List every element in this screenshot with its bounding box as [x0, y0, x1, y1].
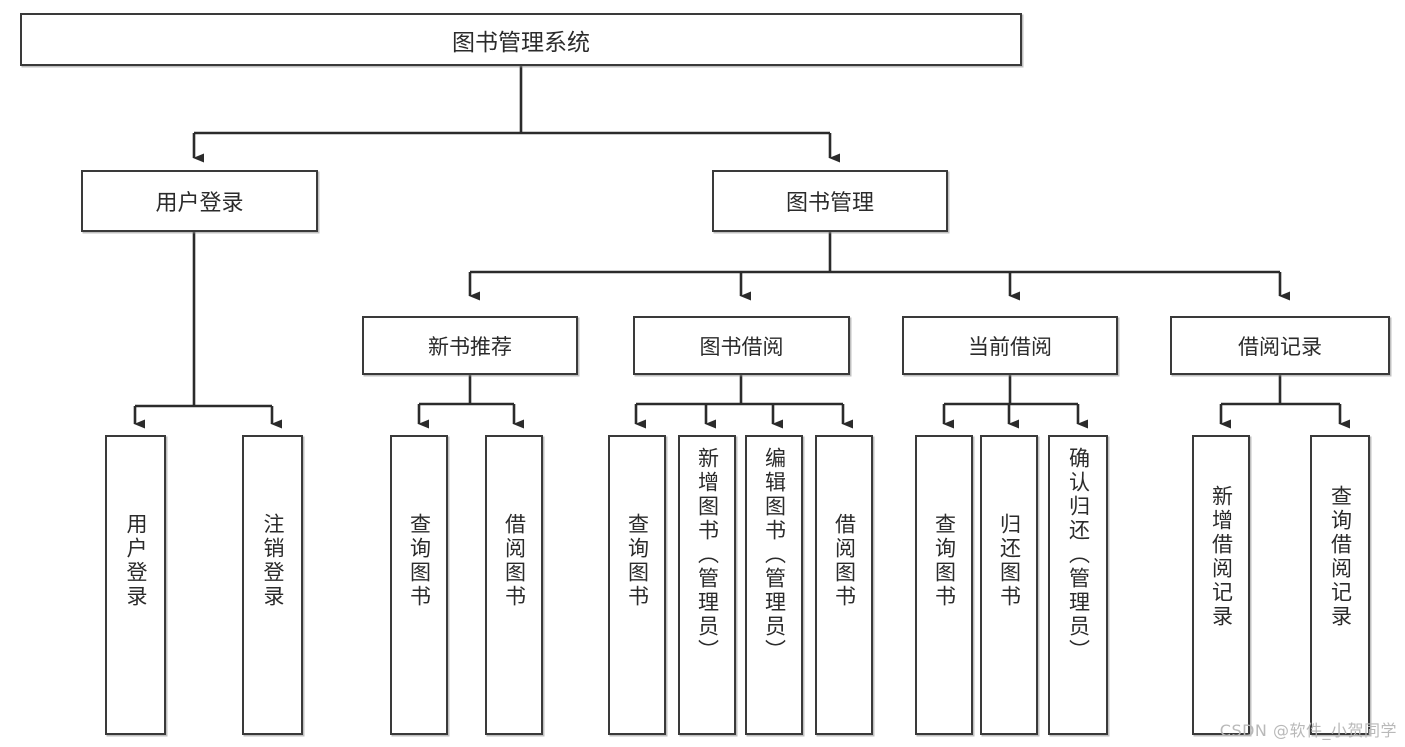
node-leaf-add-borrow-record[interactable]: 新增借阅记录 [1192, 435, 1250, 735]
node-user-login[interactable]: 用户登录 [81, 170, 318, 232]
node-book-borrow[interactable]: 图书借阅 [633, 316, 850, 375]
watermark: CSDN @软件_小贺同学 [1219, 721, 1397, 740]
node-borrow-record[interactable]: 借阅记录 [1170, 316, 1390, 375]
node-label: 新增借阅记录 [1209, 485, 1234, 629]
node-label: 当前借阅 [968, 334, 1052, 359]
node-label: 用户登录 [155, 191, 244, 216]
node-label: 新增图书（管理员） [695, 447, 720, 663]
node-label: 查询图书 [932, 513, 957, 609]
node-root-book-management-system[interactable]: 图书管理系统 [20, 13, 1022, 66]
node-label: 借阅图书 [832, 513, 857, 609]
node-leaf-confirm-return-admin[interactable]: 确认归还（管理员） [1048, 435, 1108, 735]
node-leaf-edit-book-admin[interactable]: 编辑图书（管理员） [745, 435, 803, 735]
node-label: 查询借阅记录 [1328, 485, 1353, 629]
node-label: 归还图书 [997, 513, 1022, 609]
node-leaf-logout-login[interactable]: 注销登录 [242, 435, 303, 735]
node-new-book-recommend[interactable]: 新书推荐 [362, 316, 578, 375]
node-label: 用户登录 [124, 513, 148, 609]
node-label: 查询图书 [407, 513, 432, 609]
node-label: 图书管理系统 [452, 29, 590, 56]
node-leaf-borrow-book-recommend[interactable]: 借阅图书 [485, 435, 543, 735]
node-label: 注销登录 [261, 513, 285, 609]
node-label: 查询图书 [625, 513, 650, 609]
node-label: 新书推荐 [428, 334, 512, 359]
node-leaf-query-book-borrow[interactable]: 查询图书 [608, 435, 666, 735]
node-current-borrow[interactable]: 当前借阅 [902, 316, 1118, 375]
node-leaf-user-login[interactable]: 用户登录 [105, 435, 166, 735]
node-label: 图书借阅 [699, 334, 784, 359]
node-label: 借阅记录 [1238, 334, 1322, 359]
node-leaf-query-borrow-record[interactable]: 查询借阅记录 [1310, 435, 1370, 735]
node-label: 图书管理 [785, 191, 874, 216]
node-label: 确认归还（管理员） [1066, 447, 1091, 663]
node-leaf-query-book-recommend[interactable]: 查询图书 [390, 435, 448, 735]
node-leaf-borrow-book-borrow[interactable]: 借阅图书 [815, 435, 873, 735]
node-book-management[interactable]: 图书管理 [712, 170, 948, 232]
node-leaf-query-book-current[interactable]: 查询图书 [915, 435, 973, 735]
node-label: 借阅图书 [502, 513, 527, 609]
node-leaf-return-book[interactable]: 归还图书 [980, 435, 1038, 735]
node-leaf-add-book-admin[interactable]: 新增图书（管理员） [678, 435, 736, 735]
node-label: 编辑图书（管理员） [762, 447, 787, 663]
